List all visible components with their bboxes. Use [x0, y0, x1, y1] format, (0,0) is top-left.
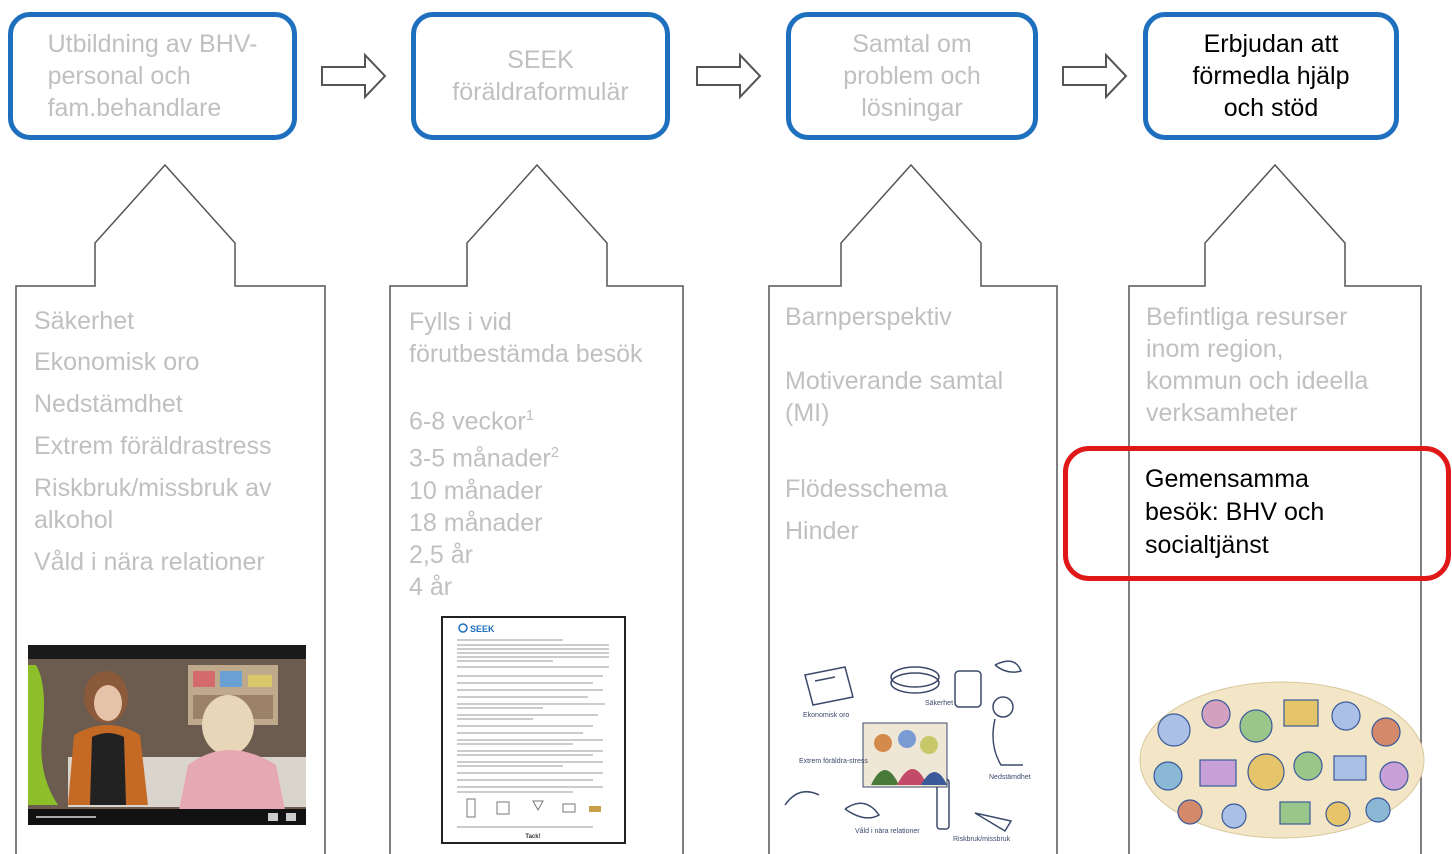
list-item: alkohol: [34, 506, 114, 534]
sketch-label: Nedstämdhet: [989, 774, 1031, 781]
list-item: Ekonomisk oro: [34, 348, 200, 376]
video-thumbnail: [28, 645, 306, 825]
list-item: Motiverande samtal: [785, 367, 1004, 395]
list-item: Hinder: [785, 517, 859, 545]
intro-line: förutbestämda besök: [409, 340, 643, 368]
sketch-label: Extrem föräldra-stress: [799, 758, 868, 765]
list-item: Befintliga resurser: [1146, 303, 1348, 331]
resources-collage: [1138, 680, 1426, 840]
schedule-item: 4 år: [409, 572, 453, 601]
sketch-label: Ekonomisk oro: [803, 712, 849, 719]
flow-box-education-label: Utbildning av BHV- personal och fam.beha…: [47, 30, 258, 122]
list-item: Säkerhet: [34, 307, 135, 335]
flow-box-education: Utbildning av BHV- personal och fam.beha…: [8, 12, 297, 140]
list-item: Riskbruk/missbruk av: [34, 474, 272, 502]
sketch-label: Våld i nära relationer: [855, 827, 920, 835]
list-item: Extrem föräldrastress: [34, 432, 272, 460]
list-item: verksamheter: [1146, 399, 1298, 427]
right-arrow-icon: [321, 53, 387, 99]
flow-box-conversation: Samtal om problem och lösningar: [786, 12, 1038, 140]
list-item: Våld i nära relationer: [34, 548, 265, 576]
highlight-line: Gemensamma: [1145, 465, 1309, 493]
right-arrow-icon: [1062, 53, 1128, 99]
sketch-label: Riskbruk/missbruk: [953, 836, 1011, 843]
flow-box-seek-form-label: SEEK föräldraformulär: [452, 46, 629, 106]
form-logo: SEEK: [470, 624, 495, 634]
list-item: kommun och ideella: [1146, 367, 1369, 395]
highlight-line: socialtjänst: [1145, 531, 1269, 559]
up-arrow-column-3: [768, 163, 1058, 854]
flow-box-offer-help: Erbjudan att förmedla hjälp och stöd: [1143, 12, 1399, 140]
up-arrow-column-2: [389, 163, 684, 854]
list-item: (MI): [785, 399, 830, 427]
intro-line: Fylls i vid: [409, 308, 512, 336]
column-2-list: Fylls i vid förutbestämda besök 6-8 veck…: [409, 306, 642, 603]
column-1-list: Säkerhet Ekonomisk oro Nedstämdhet Extre…: [34, 305, 272, 578]
list-item: Flödesschema: [785, 475, 948, 503]
sketch-label: Säkerhet: [925, 700, 953, 707]
schedule-item: 6-8 veckor1: [409, 407, 535, 436]
column-4-list: Befintliga resurser inom region, kommun …: [1146, 301, 1368, 429]
list-item: Barnperspektiv: [785, 303, 952, 331]
schedule-item: 3-5 månader2: [409, 444, 560, 473]
up-arrow-column-1: [15, 163, 326, 854]
schedule-item: 2,5 år: [409, 540, 473, 569]
schedule-item: 18 månader: [409, 508, 543, 537]
form-footer: Tack!: [525, 834, 540, 840]
flow-box-seek-form: SEEK föräldraformulär: [411, 12, 670, 140]
sketch-illustration: Ekonomisk oro Säkerhet Extrem föräldra-s…: [775, 645, 1045, 845]
schedule-item: 10 månader: [409, 476, 543, 505]
right-arrow-icon: [696, 53, 762, 99]
highlight-line: besök: BHV och: [1145, 498, 1325, 526]
highlight-frame: [1063, 446, 1451, 581]
up-arrow-column-4: [1128, 163, 1422, 854]
seek-form-image: SEEK: [441, 616, 626, 844]
column-3-list: Barnperspektiv Motiverande samtal (MI) F…: [785, 301, 1003, 547]
flow-box-conversation-label: Samtal om problem och lösningar: [843, 30, 981, 122]
list-item: Nedstämdhet: [34, 390, 183, 418]
highlight-text: Gemensamma besök: BHV och socialtjänst: [1145, 463, 1324, 562]
flow-box-offer-help-label: Erbjudan att förmedla hjälp och stöd: [1192, 30, 1350, 122]
list-item: inom region,: [1146, 335, 1284, 363]
